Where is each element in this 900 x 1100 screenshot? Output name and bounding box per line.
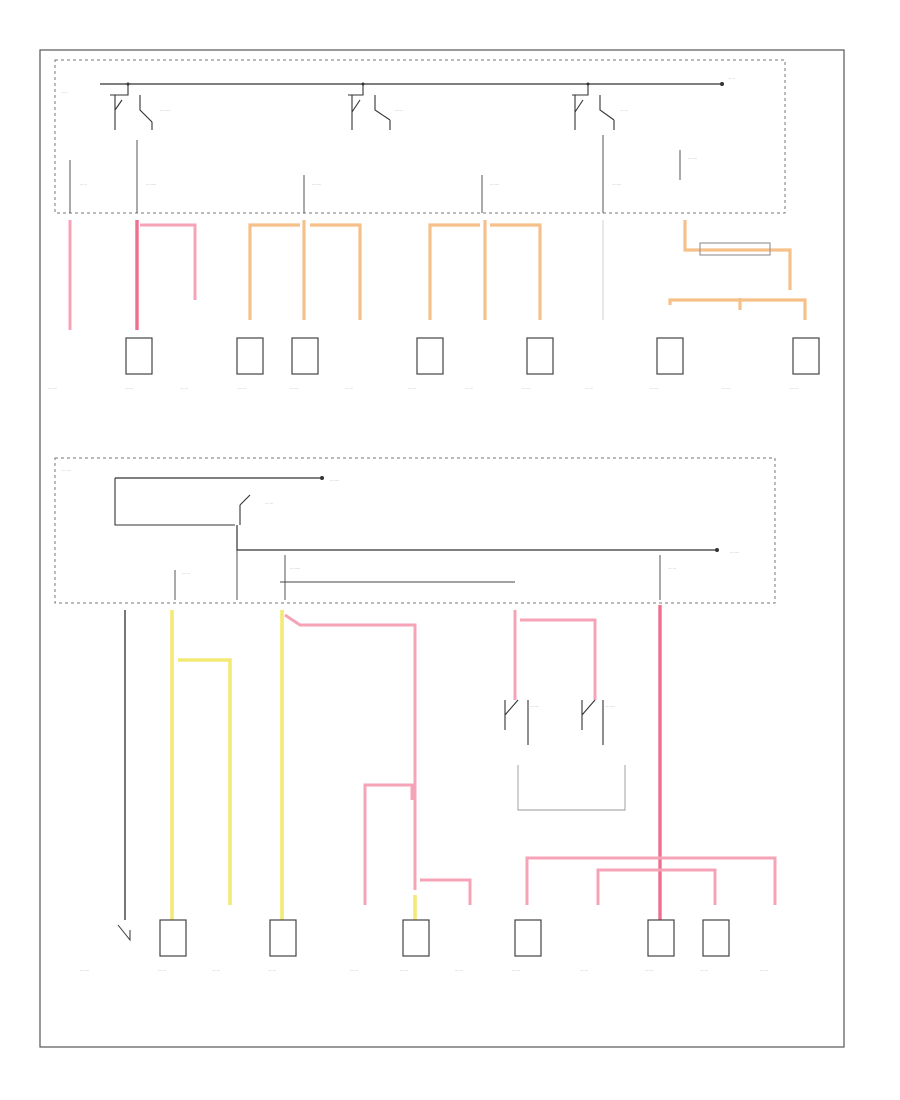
component-bottom-8 bbox=[514, 919, 542, 957]
svg-text:·······: ······· bbox=[512, 969, 520, 973]
component-top-11 bbox=[656, 337, 684, 375]
bottom-switches: ········ ········· bbox=[504, 699, 615, 745]
component-top-7 bbox=[416, 337, 444, 375]
svg-text:······: ······ bbox=[80, 183, 87, 187]
component-bottom-11 bbox=[702, 919, 730, 957]
svg-text:·······: ······· bbox=[650, 387, 658, 391]
svg-text:·······: ······· bbox=[290, 387, 298, 391]
component-top-4 bbox=[236, 337, 264, 375]
svg-text:·······: ······· bbox=[125, 387, 133, 391]
feed-terminal bbox=[720, 82, 724, 86]
svg-text:·······: ······· bbox=[212, 969, 220, 973]
svg-text:·······: ······· bbox=[350, 969, 358, 973]
bottom-circuits bbox=[124, 605, 777, 920]
svg-text:········: ········ bbox=[612, 183, 621, 187]
top-components: ········ ······· ······· ······· ·······… bbox=[48, 337, 820, 391]
svg-text:·······: ······· bbox=[455, 969, 463, 973]
svg-text:·······: ······· bbox=[400, 969, 408, 973]
svg-text:·······: ······· bbox=[700, 969, 708, 973]
diagram-frame bbox=[39, 49, 845, 1048]
component-bottom-6 bbox=[402, 919, 430, 957]
fuse-block-top: ····· ······ ········· ······· ······· ·… bbox=[54, 59, 786, 214]
ground-symbol bbox=[117, 924, 131, 942]
svg-text:·······: ······· bbox=[790, 387, 798, 391]
svg-text:········: ········ bbox=[490, 183, 499, 187]
component-top-13 bbox=[792, 337, 820, 375]
bottom-components: ········ ······· ······· ······· ·······… bbox=[80, 919, 768, 973]
svg-text:·······: ······· bbox=[265, 502, 273, 506]
top-circuits bbox=[68, 220, 807, 330]
svg-text:·······: ······· bbox=[238, 387, 246, 391]
svg-text:·······: ······· bbox=[585, 387, 593, 391]
relay-switch-3 bbox=[572, 82, 615, 130]
svg-text:········: ········ bbox=[62, 469, 71, 473]
component-bottom-10 bbox=[647, 919, 675, 957]
component-bottom-4 bbox=[269, 919, 297, 957]
svg-text:·········: ········· bbox=[605, 705, 615, 709]
svg-text:·······: ······· bbox=[395, 109, 403, 113]
relay-switch-2 bbox=[348, 82, 391, 130]
component-top-5 bbox=[291, 337, 319, 375]
svg-text:·······: ······· bbox=[722, 387, 730, 391]
fuse-block-bottom: ········ ········ ······· ········ ·····… bbox=[54, 457, 776, 604]
svg-text:·····: ····· bbox=[62, 91, 68, 95]
svg-text:·······: ······· bbox=[408, 387, 416, 391]
svg-text:·······: ······· bbox=[465, 387, 473, 391]
svg-text:·········: ········· bbox=[146, 183, 156, 187]
svg-text:·······: ······· bbox=[180, 387, 188, 391]
svg-text:·······: ······· bbox=[668, 567, 676, 571]
svg-text:·······: ······· bbox=[158, 969, 166, 973]
svg-text:········: ········ bbox=[730, 551, 739, 555]
svg-text:·······: ······· bbox=[182, 572, 190, 576]
relay-switch-1 bbox=[110, 82, 153, 130]
svg-text:·········: ········· bbox=[160, 109, 170, 113]
svg-text:········: ········ bbox=[330, 479, 339, 483]
svg-text:·······: ······· bbox=[268, 969, 276, 973]
component-top-9 bbox=[526, 337, 554, 375]
svg-text:·······: ······· bbox=[645, 969, 653, 973]
svg-text:······: ······ bbox=[728, 77, 735, 81]
svg-text:········: ········ bbox=[688, 157, 697, 161]
svg-text:·······: ······· bbox=[760, 969, 768, 973]
svg-text:·······: ······· bbox=[580, 969, 588, 973]
svg-text:········: ········ bbox=[80, 969, 89, 973]
svg-text:·······: ······· bbox=[522, 387, 530, 391]
svg-text:········: ········ bbox=[530, 705, 539, 709]
component-bottom-2 bbox=[159, 919, 187, 957]
svg-text:·······: ······· bbox=[345, 387, 353, 391]
svg-text:·······: ······· bbox=[620, 109, 628, 113]
svg-text:········: ········ bbox=[48, 387, 57, 391]
svg-text:·········: ········· bbox=[290, 567, 300, 571]
component-top-2 bbox=[125, 337, 153, 375]
svg-text:········: ········ bbox=[312, 183, 321, 187]
